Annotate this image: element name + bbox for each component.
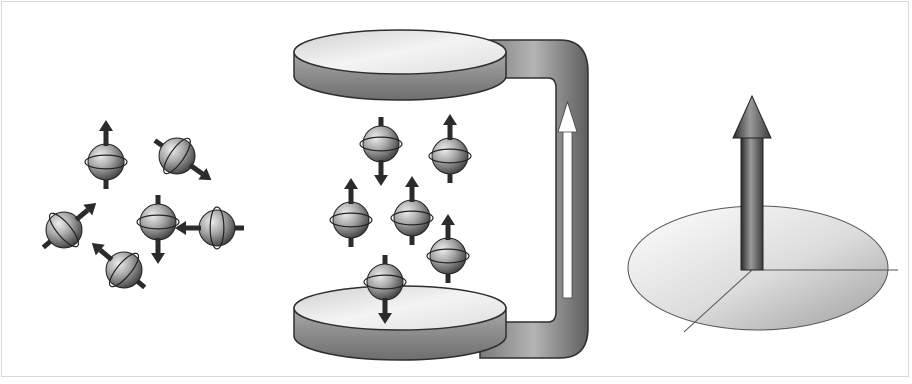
- spinning-proton-icon: [426, 214, 470, 283]
- spinning-proton-icon: [84, 120, 128, 189]
- spinning-proton-icon: [41, 203, 97, 250]
- panel-net-magnetization: [627, 94, 898, 333]
- spinning-proton-icon: [175, 206, 244, 250]
- net-magnetization-vector-icon: [732, 94, 772, 271]
- spinning-proton-icon: [390, 176, 434, 245]
- spinning-proton-icon: [136, 195, 180, 264]
- magnet-bottom-pole: [293, 285, 507, 361]
- magnet-top-pole: [293, 29, 507, 101]
- panel-magnet-aligned-spins: [293, 29, 589, 361]
- field-direction-arrow-icon: [557, 100, 578, 299]
- spinning-proton-icon: [428, 114, 472, 183]
- spinning-proton-icon: [91, 243, 147, 290]
- spinning-proton-icon: [363, 255, 407, 324]
- spinning-proton-icon: [359, 117, 403, 186]
- spinning-proton-icon: [153, 137, 212, 181]
- panel-random-spins: [41, 120, 244, 290]
- spinning-proton-icon: [329, 178, 373, 247]
- axis-y: [683, 269, 753, 333]
